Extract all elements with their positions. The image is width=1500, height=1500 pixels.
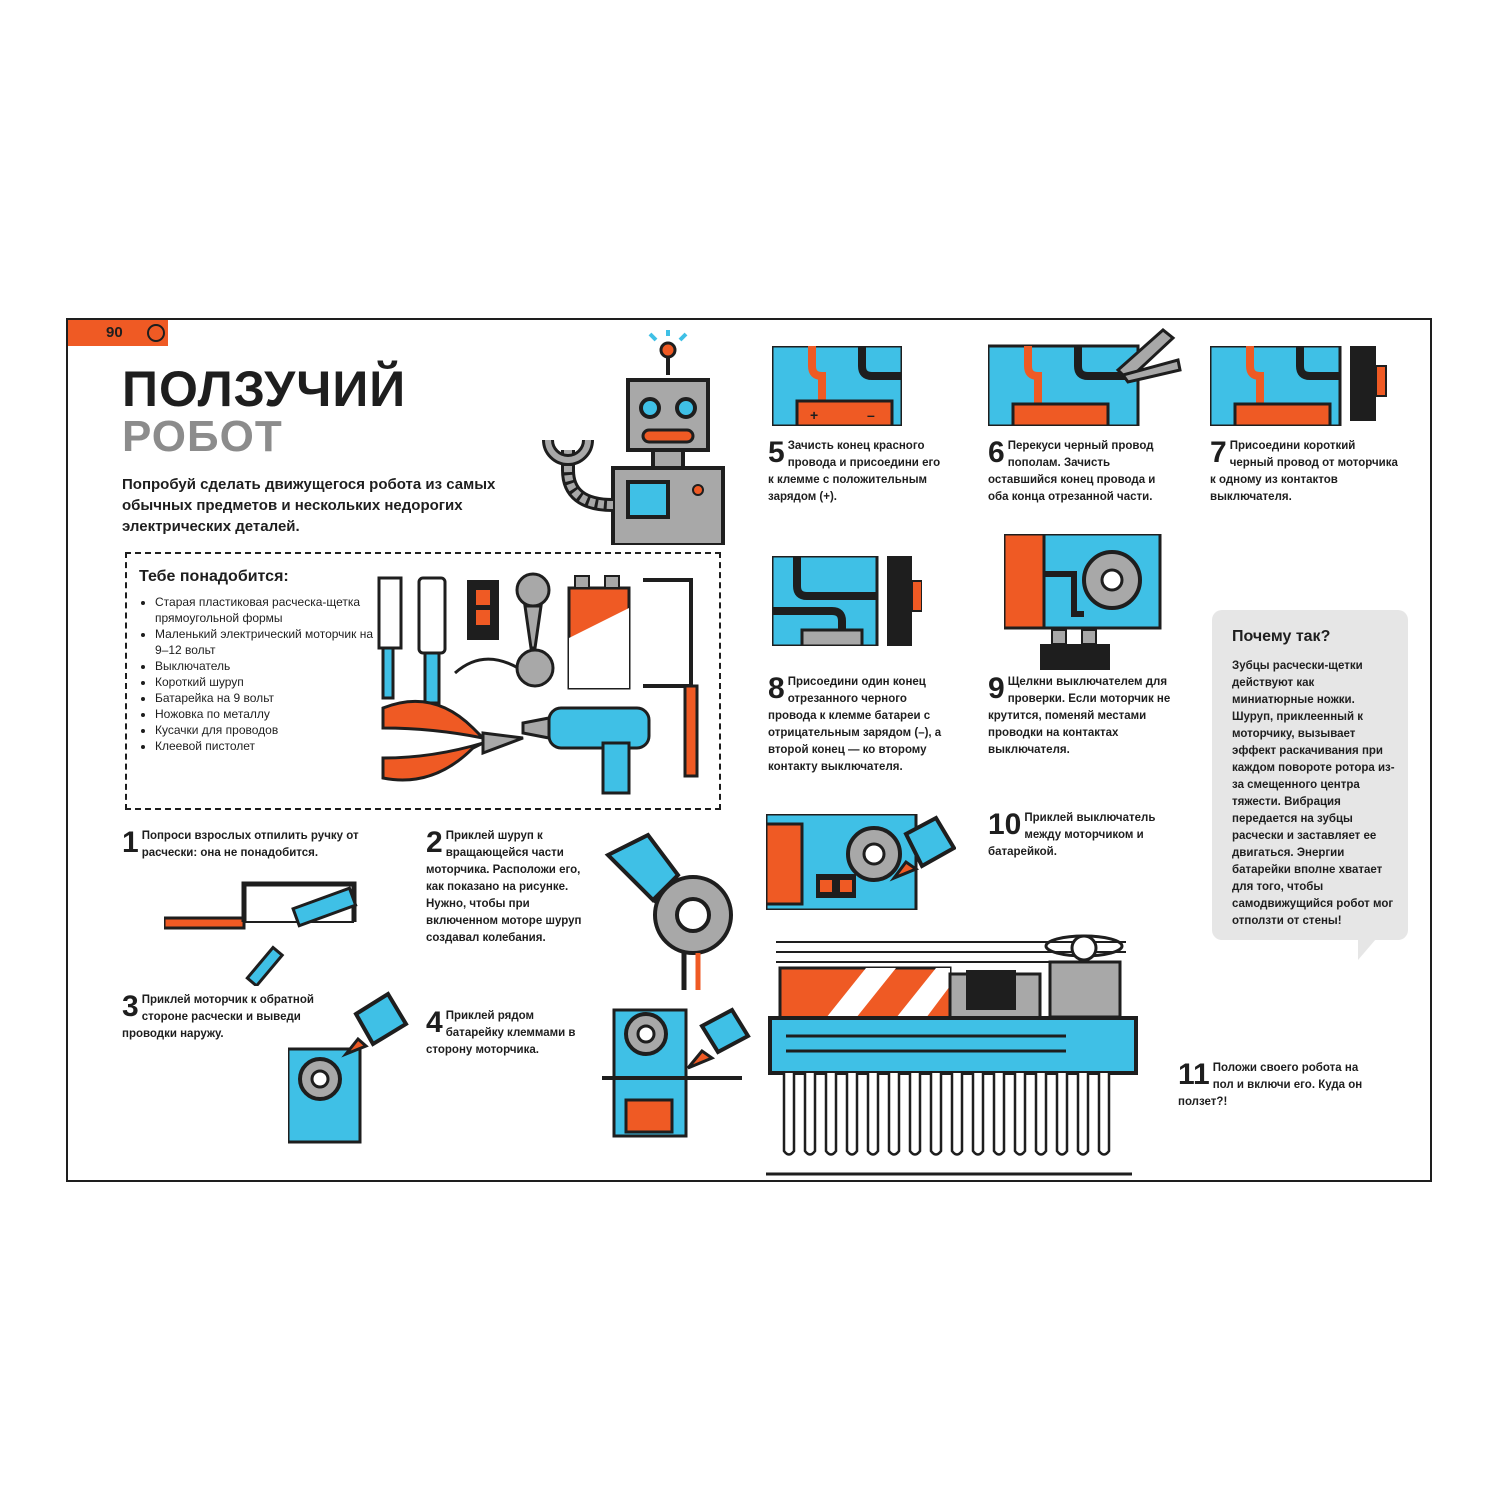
comb-tooth [887,1073,901,1156]
why-title: Почему так? [1232,628,1331,645]
step-3-illustration [288,984,418,1144]
intro-text: Попробуй сделать движущегося робота из с… [122,476,496,535]
comb-tooth [908,1073,922,1156]
page-title: ПОЛЗУЧИЙ [122,361,407,417]
materials-title: Тебе понадобится: [139,568,289,585]
page-number: 90 [106,324,123,341]
list-item: Старая пластиковая расческа-щетка прямоу… [155,594,375,626]
list-item: Батарейка на 9 вольт [155,690,375,706]
comb-tooth [950,1073,964,1156]
step-2-illustration [598,825,748,995]
list-item: Кусачки для проводов [155,722,375,738]
comb-tooth [929,1073,943,1156]
comb-tooth [1076,1073,1090,1156]
page-subtitle: РОБОТ [122,412,283,461]
step-5-illustration: + – [772,346,902,426]
list-item: Выключатель [155,658,375,674]
comb-tooth [866,1073,880,1156]
step-1-illustration [164,876,374,986]
comb-tooth [992,1073,1006,1156]
list-item: Короткий шуруп [155,674,375,690]
minus-label: – [867,407,875,423]
comb-teeth [782,1073,1111,1156]
list-item: Клеевой пистолет [155,738,375,754]
comb-tooth [824,1073,838,1156]
step-4-illustration [602,1006,752,1138]
robot-illustration [528,330,728,545]
plus-label: + [810,407,818,423]
final-robot-illustration [766,926,1146,1176]
comb-tooth [1097,1073,1111,1156]
book-page: 90 ПОЛЗУЧИЙ РОБОТ Попробуй сделать движу… [66,318,1432,1182]
wrench-icon [147,324,165,342]
step-6-illustration [988,320,1188,426]
step-9-illustration [1004,534,1164,674]
why-text: Зубцы расчески-щетки действуют как миниа… [1232,660,1395,927]
comb-tooth [803,1073,817,1156]
materials-list: Старая пластиковая расческа-щетка прямоу… [139,594,375,754]
step-10-illustration [766,814,956,910]
comb-tooth [782,1073,796,1156]
list-item: Ножовка по металлу [155,706,375,722]
materials-box: Тебе понадобится: Старая пластиковая рас… [125,552,721,810]
comb-tooth [1013,1073,1027,1156]
comb-tooth [1055,1073,1069,1156]
tools-illustration [373,568,713,798]
step-7-illustration [1210,346,1390,426]
why-box: Почему так? Зубцы расчески-щетки действу… [1212,610,1408,940]
step-8-illustration [772,556,922,646]
comb-tooth [845,1073,859,1156]
speech-bubble-tail [1358,932,1382,960]
list-item: Маленький электрический моторчик на 9–12… [155,626,375,658]
comb-tooth [1034,1073,1048,1156]
comb-tooth [971,1073,985,1156]
